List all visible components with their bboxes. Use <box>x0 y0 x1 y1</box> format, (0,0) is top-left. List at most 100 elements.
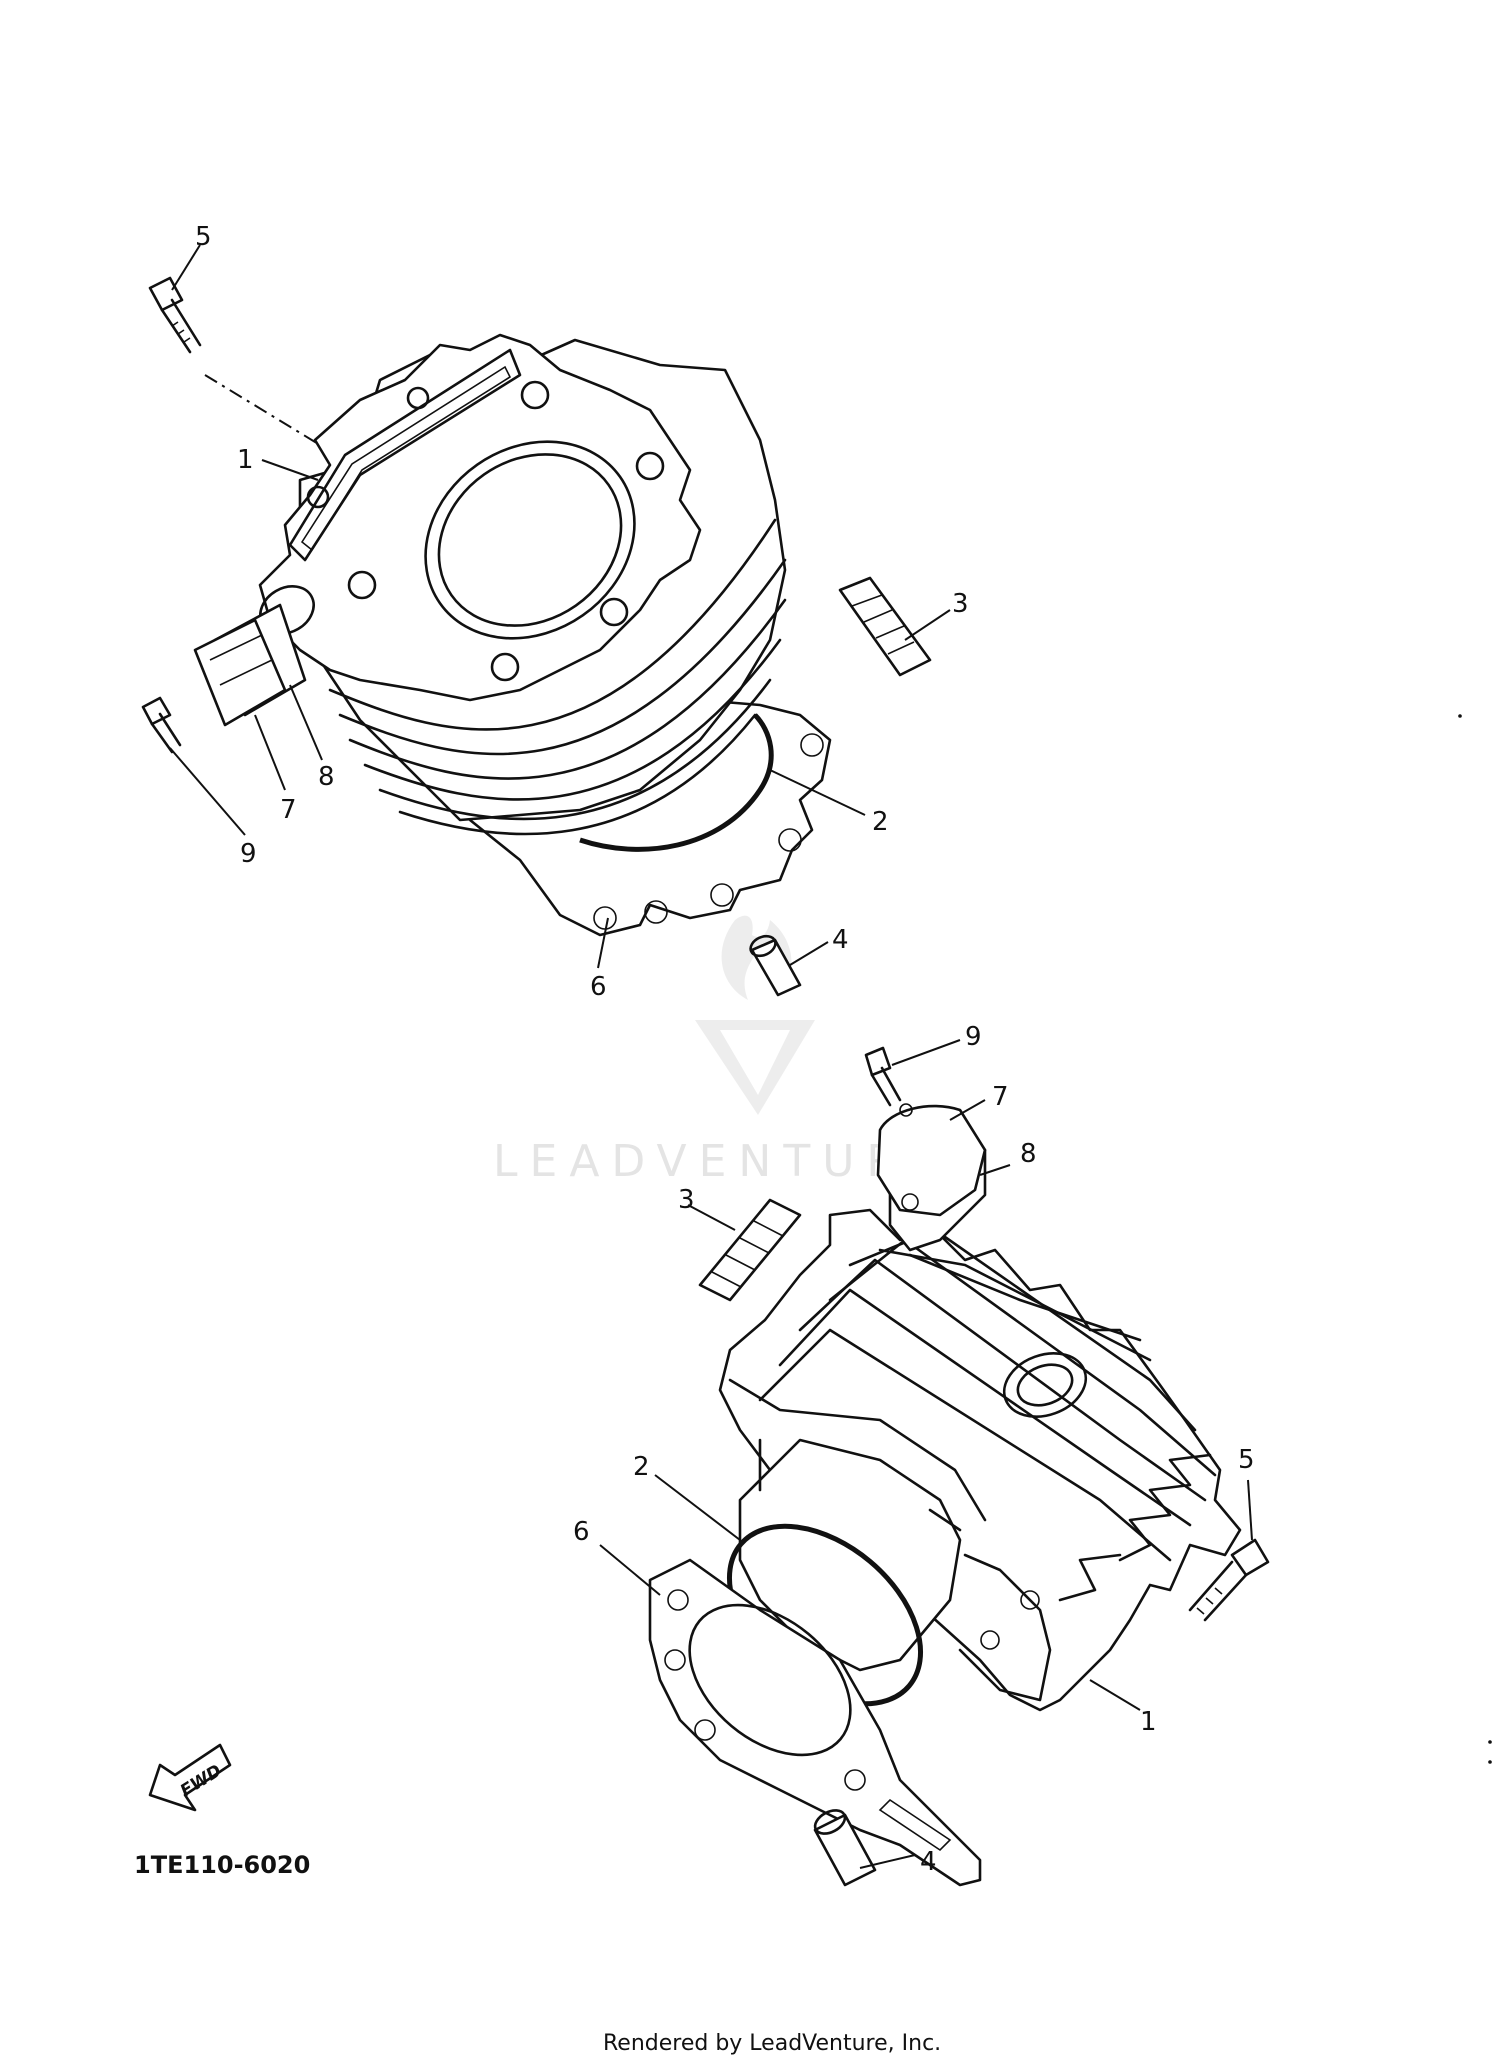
lower-bolt-9 <box>864 1046 902 1107</box>
upper-fin <box>328 518 777 731</box>
lower-callout-5: 5 <box>1238 1445 1255 1475</box>
upper-fin <box>363 638 782 801</box>
upper-callout-9: 9 <box>240 839 257 869</box>
upper-callout-2: 2 <box>872 807 889 837</box>
upper-leader-5 <box>171 244 201 291</box>
lower-gasket-hole <box>844 1769 866 1791</box>
lower-leader-2 <box>654 1474 741 1541</box>
upper-leader-2 <box>769 769 866 816</box>
upper-head-bolt-hole <box>406 386 430 410</box>
upper-leader-8 <box>289 684 323 761</box>
lower-leader-1 <box>1089 1679 1141 1711</box>
upper-callout-3: 3 <box>952 589 969 619</box>
lower-dowel-3 <box>698 1198 802 1302</box>
lower-leader-9 <box>891 1039 961 1066</box>
lower-spigot-edge <box>758 1438 962 1532</box>
lower-flange-hole <box>980 1630 1000 1650</box>
upper-chain-opening <box>288 348 522 562</box>
upper-callout-6: 6 <box>590 972 607 1002</box>
lower-bolt-5 <box>1188 1538 1270 1622</box>
lower-cylinder-flange <box>728 1378 987 1522</box>
lower-fin <box>828 1238 1217 1477</box>
lower-leader-7 <box>949 1099 986 1121</box>
lower-callout-2: 2 <box>633 1452 650 1482</box>
flame-watermark-icon <box>721 915 792 1000</box>
lower-gasket-hole <box>664 1649 686 1671</box>
lower-leader-3 <box>687 1204 736 1231</box>
lower-callout-7: 7 <box>992 1082 1009 1112</box>
upper-callout-8: 8 <box>318 762 335 792</box>
lower-chain-boss <box>1002 1352 1088 1418</box>
upper-callout-4: 4 <box>832 925 849 955</box>
upper-gasket-hole <box>778 828 802 852</box>
upper-callout-5: 5 <box>195 222 212 252</box>
upper-fin <box>338 558 787 756</box>
upper-dowel-4 <box>749 934 802 997</box>
upper-fin <box>398 713 757 836</box>
lower-fin-tips <box>1058 1553 1122 1602</box>
lower-gasket-hole <box>667 1589 689 1611</box>
v-watermark-icon <box>695 1020 815 1115</box>
upper-bolt-5 <box>148 276 202 354</box>
scan-speck <box>1488 1760 1492 1764</box>
leadventure-watermark: LEADVENTURE <box>493 915 949 1187</box>
lower-leader-6 <box>599 1544 661 1596</box>
upper-gasket-hole <box>710 883 734 907</box>
lower-cylinder-body <box>718 1208 1242 1712</box>
upper-cylinder-bore-inner <box>437 453 623 627</box>
upper-head-bolt-hole <box>520 380 550 410</box>
upper-fin <box>378 678 772 821</box>
lower-base-gasket <box>648 1558 982 1887</box>
upper-leader-4 <box>789 941 829 966</box>
lower-leader-5 <box>1247 1479 1253 1541</box>
upper-head-bolt-hole <box>347 570 377 600</box>
lower-callout-9: 9 <box>965 1022 982 1052</box>
lower-fin <box>758 1328 1172 1562</box>
upper-o-ring <box>579 713 774 852</box>
upper-gasket-hole <box>800 733 824 757</box>
scan-speck <box>1458 714 1462 718</box>
lower-callout-8: 8 <box>1020 1139 1037 1169</box>
upper-cylinder-bore <box>424 440 636 640</box>
scan-speck <box>1488 1740 1492 1744</box>
upper-leader-7 <box>254 714 286 791</box>
upper-leader-1 <box>261 459 319 481</box>
fwd-arrow-icon: FWD <box>148 1743 232 1812</box>
upper-head-bolt-hole <box>306 485 330 509</box>
upper-gasket-hole <box>644 900 668 924</box>
watermark-text: LEADVENTURE <box>493 1136 949 1187</box>
lower-leader-4 <box>859 1854 916 1869</box>
lower-gasket-bore <box>688 1603 852 1757</box>
upper-callout-7: 7 <box>280 795 297 825</box>
lower-chain-boss-inner <box>1016 1363 1074 1407</box>
upper-callout-1: 1 <box>237 445 254 475</box>
lower-gasket-slot <box>878 1798 952 1852</box>
lower-cylinder-spigot <box>738 1438 962 1672</box>
upper-bolt-9 <box>141 696 182 754</box>
lower-gasket-hole <box>694 1719 716 1741</box>
upper-assembly: 5 1 3 2 8 7 9 6 4 <box>141 222 969 1002</box>
part-code: 1TE110-6020 <box>134 1851 310 1879</box>
lower-cylinder-flange <box>958 1553 1052 1702</box>
lower-fin <box>878 1248 1152 1362</box>
upper-bolt-axis-line <box>204 374 321 446</box>
upper-leader-3 <box>904 609 951 641</box>
lower-callout-3: 3 <box>678 1185 695 1215</box>
lower-fin <box>778 1288 1192 1527</box>
upper-cap-7 <box>193 603 307 727</box>
lower-fin-tips <box>1118 1453 1212 1562</box>
lower-cap-7 <box>876 1103 987 1252</box>
lower-callout-1: 1 <box>1140 1707 1157 1737</box>
upper-leader-6 <box>597 917 609 969</box>
rendered-by-footer: Rendered by LeadVenture, Inc. <box>603 2031 941 2056</box>
upper-dowel-3 <box>838 576 932 677</box>
upper-leader-9 <box>169 747 246 836</box>
upper-chain-opening-inner <box>300 365 512 552</box>
upper-head-bolt-hole <box>490 652 520 682</box>
lower-assembly: 9 7 8 3 2 6 5 1 4 <box>573 1022 1270 1887</box>
lower-flange-hole <box>1020 1590 1040 1610</box>
lower-callout-6: 6 <box>573 1517 590 1547</box>
upper-fin <box>348 598 787 780</box>
upper-head-bolt-hole <box>635 451 665 481</box>
